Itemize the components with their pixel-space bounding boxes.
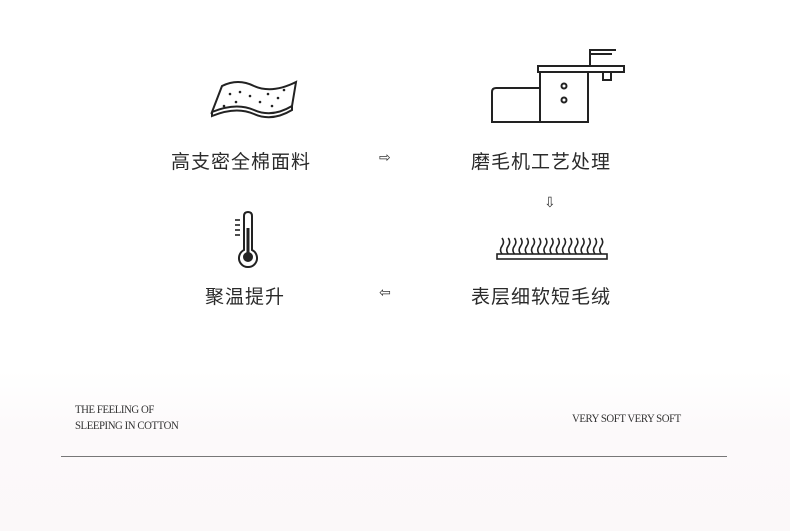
- arrow-left-icon: ⇦: [379, 285, 391, 301]
- step-label: 高支密全棉面料: [171, 151, 312, 173]
- arrow-right-icon: ⇨: [379, 150, 391, 166]
- brushing-machine-icon: [491, 49, 625, 123]
- thermometer-icon: [235, 210, 258, 269]
- step-label: 聚温提升: [205, 286, 286, 308]
- bottom-band: [0, 370, 790, 531]
- tagline-right: VERY SOFT VERY SOFT: [572, 411, 681, 425]
- step-label: 磨毛机工艺处理: [471, 151, 612, 173]
- tagline-line-1: THE FEELING OF: [75, 402, 154, 416]
- divider: [61, 456, 727, 457]
- tagline-left: THE FEELING OF SLEEPING IN COTTON: [75, 401, 179, 433]
- tagline-line-2: SLEEPING IN COTTON: [75, 418, 179, 432]
- short-pile-icon: [496, 237, 608, 260]
- cotton-fabric-icon: [210, 80, 298, 119]
- arrow-down-icon: ⇩: [544, 195, 556, 211]
- step-label: 表层细软短毛绒: [471, 286, 612, 308]
